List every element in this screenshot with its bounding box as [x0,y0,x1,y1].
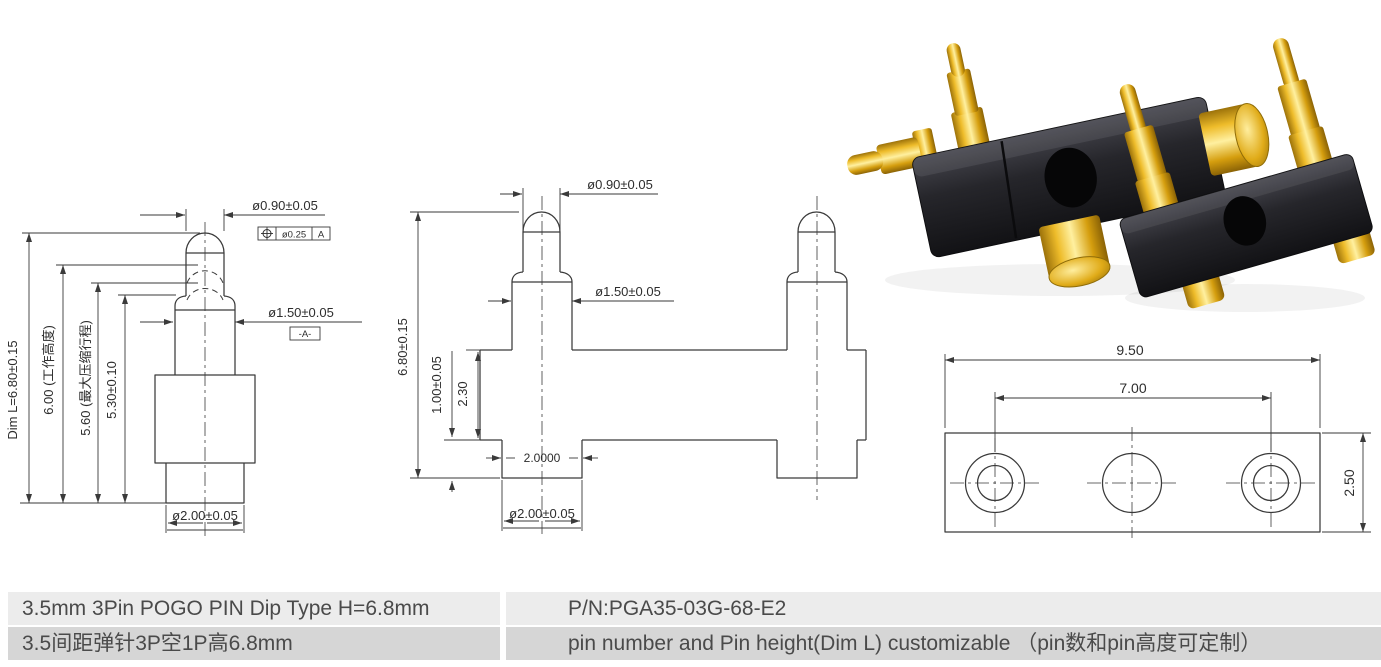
single-pin-detail-view: Dim L=6.80±0.15 6.00 (工作高度) 5.60 (最大压缩行程… [5,198,362,537]
dim-pin-pitch-label: 7.00 [1119,380,1146,396]
assembly-side-view: 6.80±0.15 1.00±0.05 2.30 2.0000 [395,177,867,534]
spec-row-1: 3.5mm 3Pin POGO PIN Dip Type H=6.8mm P/N… [8,592,1381,625]
product-title-cn: 3.5间距弹针3P空1P高6.8mm [8,627,500,660]
body-depth-dimension: 2.50 [1322,432,1371,533]
dim-tail-width-label: 2.0000 [524,451,561,465]
connector-photo-right [1119,38,1375,309]
dia-tail-label: ø2.00±0.05 [172,508,238,523]
pin1-outline [511,196,573,534]
product-title-en: 3.5mm 3Pin POGO PIN Dip Type H=6.8mm [8,592,500,625]
dim-working-height-label: 6.00 (工作高度) [41,325,56,415]
height-dimensions: Dim L=6.80±0.15 6.00 (工作高度) 5.60 (最大压缩行程… [5,232,200,504]
housing-top-outline [944,432,1321,533]
spec-row-2: 3.5间距弹针3P空1P高6.8mm pin number and Pin he… [8,627,1381,660]
pin-holes [950,427,1316,538]
compressed-tip-arc-1 [186,270,224,284]
dia-barrel-label: ø1.50±0.05 [268,305,334,320]
tolerance-datum: A [318,230,325,241]
spec-divider [500,627,506,660]
body-height-dimension: 2.30 [455,349,481,438]
assembly-dia-barrel-label: ø1.50±0.05 [595,284,661,299]
dim-530-label: 5.30±0.10 [104,361,119,419]
compressed-tip-arc-2 [186,287,224,301]
pogo-tail-gold [1039,215,1111,288]
customizable-note: pin number and Pin height(Dim L) customi… [506,627,1381,660]
center-hole [1223,196,1267,246]
assembly-dia-tail-label: ø2.00±0.05 [509,506,575,521]
plunger-diameter-dimension: ø0.90±0.05 [140,198,325,231]
tail-protrusion-dimension: 1.00±0.05 [429,351,482,492]
position-tolerance-icon [261,227,273,240]
assembly-tail-diameter-dimension: ø2.00±0.05 [501,480,583,531]
pin2-outline [786,196,848,500]
dim-overall-width-label: 9.50 [1116,342,1143,358]
barrel-diameter-dimension: ø1.50±0.05 -A- [140,305,362,341]
dim-tail-protrusion-label: 1.00±0.05 [429,356,444,414]
position-tolerance-frame: ø0.25 A [257,226,331,241]
assembly-dim-total-label: 6.80±0.15 [395,318,410,376]
pogo-pin-gold [1273,38,1333,174]
tolerance-value: ø0.25 [282,230,306,241]
overall-width-dimension: 9.50 [944,342,1321,428]
assembly-plunger-diameter-dimension: ø0.90±0.05 [500,177,658,230]
pogo-tail-gold [1198,103,1270,176]
spec-bar: 3.5mm 3Pin POGO PIN Dip Type H=6.8mm P/N… [8,592,1381,661]
pin-outline [154,222,256,537]
part-number: P/N:PGA35-03G-68-E2 [506,592,1381,625]
pin-pitch-dimension: 7.00 [994,380,1272,452]
dim-body-height-label: 2.30 [455,381,470,406]
housing-sheen [1120,154,1354,234]
pogo-pin-gold [946,43,990,152]
spec-divider [500,592,506,625]
tail-diameter-dimension: ø2.00±0.05 [165,505,245,533]
assembly-barrel-diameter-dimension: ø1.50±0.05 [488,284,674,304]
dia-plunger-label: ø0.90±0.05 [252,198,318,213]
datum-flag-label: -A- [299,329,312,340]
dim-body-depth-label: 2.50 [1341,469,1357,496]
assembly-total-height-dimension: 6.80±0.15 [395,211,519,479]
top-plan-view: 9.50 7.00 2.50 [944,342,1371,538]
center-hole [1044,147,1097,208]
product-photo [847,38,1375,312]
tail-width-dimension: 2.0000 [486,451,598,465]
assembly-dia-plunger-label: ø0.90±0.05 [587,177,653,192]
dim-max-travel-label: 5.60 (最大压缩行程) [78,320,93,436]
housing-seam [1000,140,1018,239]
dim-total-height-label: Dim L=6.80±0.15 [5,340,20,439]
